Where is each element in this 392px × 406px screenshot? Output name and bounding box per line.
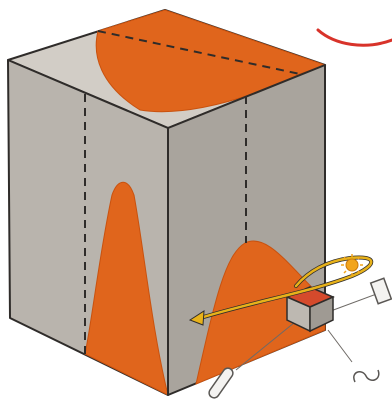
small-cube-right bbox=[309, 295, 334, 333]
red-arc-mark bbox=[316, 28, 392, 47]
arrow-icon bbox=[188, 310, 205, 326]
rotation-orbit-inner bbox=[198, 256, 373, 320]
left-orange-bell bbox=[84, 181, 169, 396]
guide-line-right bbox=[327, 291, 383, 313]
hidden-edges bbox=[84, 30, 301, 354]
small-cube-group bbox=[188, 254, 392, 399]
guide-line-down bbox=[327, 329, 353, 363]
axis-glyphs bbox=[208, 277, 392, 399]
sun-icon bbox=[341, 254, 363, 276]
guide-line-left bbox=[235, 317, 301, 371]
